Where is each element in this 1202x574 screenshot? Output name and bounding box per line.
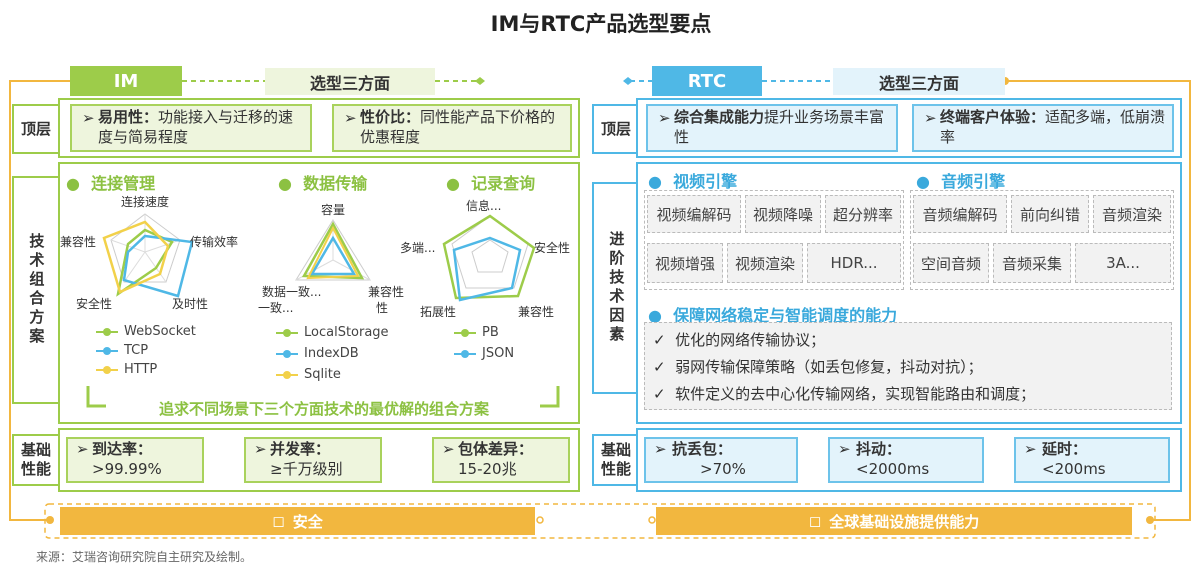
audio-cell: 空间音频 — [913, 243, 989, 283]
radar2-axis-compat-2: 性 — [376, 301, 388, 315]
rtc-header: RTC — [652, 66, 762, 96]
im-header-sub: 选型三方面 — [265, 68, 435, 95]
rtc-section-audio: ● 音频引擎 — [916, 172, 1006, 191]
rtc-base-latency: ➢ 延时：<200ms — [1014, 437, 1170, 483]
legend-pb: PB — [454, 322, 514, 343]
radar1-axis-security: 安全性 — [76, 296, 112, 311]
chevron-right-icon: ➢ — [254, 440, 267, 458]
radar2-axis-consistency: 数据一致... — [262, 284, 321, 299]
square-icon: ◻ — [808, 512, 822, 530]
video-cell: 视频增强 — [647, 243, 723, 283]
audio-cell: 前向纠错 — [1011, 195, 1089, 233]
video-cell: 视频编解码 — [647, 195, 741, 233]
audio-cell: 3A... — [1075, 243, 1171, 283]
square-icon: ◻ — [272, 512, 285, 530]
radar3-axis-security: 安全性 — [534, 240, 570, 255]
audio-cell: 音频采集 — [993, 243, 1071, 283]
rtc-top-label: 顶层 — [592, 104, 638, 154]
video-cell: 视频渲染 — [727, 243, 803, 283]
radar3-axis-extend: 拓展性 — [420, 305, 456, 317]
im-top-box-costperf: ➢ 性价比：同性能产品下价格的优惠程度 — [332, 104, 572, 152]
radar1-axis-efficiency: 传输效率 — [190, 234, 238, 249]
rtc-section-video: ● 视频引擎 — [648, 172, 738, 191]
legend-indexdb: IndexDB — [276, 343, 389, 364]
radar-connection: 连接速度 传输效率 及时性 安全性 兼容性 — [60, 194, 238, 311]
chevron-right-icon: ➢ — [654, 440, 667, 458]
radar2-axis-capacity: 容量 — [321, 202, 345, 217]
radar3-axis-compat: 兼容性 — [518, 304, 554, 317]
im-top-label: 顶层 — [12, 104, 58, 154]
im-base-concurrency: ➢ 并发率：≥千万级别 — [244, 437, 382, 483]
chevron-right-icon: ➢ — [838, 440, 851, 458]
radar-transfer: 容量 兼容性 性 数据一致... 一致... — [258, 202, 404, 315]
rtc-top-box-experience: ➢ 终端客户体验：适配多端，低崩溃率 — [912, 104, 1174, 152]
radar1-axis-compat: 兼容性 — [60, 234, 96, 249]
legend-tcp: TCP — [96, 341, 196, 360]
page-title: IM与RTC产品选型要点 — [490, 12, 712, 36]
video-cell: 视频降噪 — [745, 195, 821, 233]
video-cell: HDR... — [807, 243, 901, 283]
chevron-right-icon: ➢ — [76, 440, 89, 458]
source-note: 来源：艾瑞咨询研究院自主研究及绘制。 — [36, 550, 253, 564]
radar3-axis-info: 信息... — [466, 198, 501, 213]
im-base-label: 基础性能 — [12, 434, 58, 486]
bottom-bar-infrastructure: ◻全球基础设施提供能力 — [656, 507, 1132, 535]
network-item: ✓ 软件定义的去中心化传输网络，实现智能路由和调度； — [653, 385, 1036, 403]
im-section-transfer: ● 数据传输 — [278, 174, 368, 193]
im-bracket-text: 追求不同场景下三个方面技术的最优解的组合方案 — [158, 400, 489, 418]
rtc-header-sub: 选型三方面 — [833, 68, 1005, 95]
network-item: ✓ 弱网传输保障策略（如丢包修复，抖动对抗）； — [653, 358, 983, 376]
legend-sqlite: Sqlite — [276, 364, 389, 385]
radar2-axis-compat: 兼容性 — [368, 284, 404, 299]
chevron-right-icon: ➢ — [442, 440, 455, 458]
bracket-line — [86, 386, 560, 408]
bottom-bar-security: ◻安全 — [60, 507, 535, 535]
rtc-adv-label: 进阶技术因素 — [592, 182, 638, 394]
chevron-right-icon: ➢ — [344, 109, 357, 127]
im-header: IM — [70, 66, 182, 96]
audio-grid: 音频编解码 前向纠错 音频渲染 空间音频 音频采集 3A... — [910, 190, 1174, 290]
rtc-section-network: ● 保障网络稳定与智能调度的能力 — [648, 306, 898, 325]
chevron-right-icon: ➢ — [1024, 440, 1037, 458]
audio-cell: 音频编解码 — [913, 195, 1007, 233]
rtc-base-jitter: ➢ 抖动：<2000ms — [828, 437, 984, 483]
radar2-axis-consistency-2: 一致... — [258, 301, 293, 315]
radar1-axis-speed: 连接速度 — [121, 194, 169, 209]
rtc-base-packetloss: ➢ 抗丢包：>70% — [644, 437, 798, 483]
video-grid: 视频编解码 视频降噪 超分辨率 视频增强 视频渲染 HDR... — [644, 190, 904, 290]
im-top-box-usability: ➢ 易用性：功能接入与迁移的速度与简易程度 — [70, 104, 312, 152]
chevron-right-icon: ➢ — [82, 109, 95, 127]
im-base-arrival: ➢ 到达率：>99.99% — [66, 437, 204, 483]
radar2-legend: LocalStorage IndexDB Sqlite — [276, 322, 389, 385]
radar3-legend: PB JSON — [454, 322, 514, 364]
radar-record: 信息... 安全性 兼容性 拓展性 多端... — [400, 198, 570, 317]
im-section-record: ● 记录查询 — [446, 174, 536, 193]
im-base-packagesize: ➢ 包体差异：15-20兆 — [432, 437, 570, 483]
legend-json: JSON — [454, 343, 514, 364]
video-cell: 超分辨率 — [825, 195, 901, 233]
legend-localstorage: LocalStorage — [276, 322, 389, 343]
radar1-legend: WebSocket TCP HTTP — [96, 322, 196, 379]
im-tech-label: 技术组合方案 — [12, 176, 58, 404]
chevron-right-icon: ➢ — [658, 109, 671, 127]
legend-http: HTTP — [96, 360, 196, 379]
radar1-axis-timeliness: 及时性 — [172, 297, 208, 311]
im-section-connection: ● 连接管理 — [66, 174, 156, 193]
rtc-top-box-integration: ➢ 综合集成能力提升业务场景丰富性 — [646, 104, 898, 152]
radar3-axis-multi: 多端... — [400, 241, 435, 255]
audio-cell: 音频渲染 — [1093, 195, 1171, 233]
network-item: ✓ 优化的网络传输协议； — [653, 331, 826, 349]
chevron-right-icon: ➢ — [924, 109, 937, 127]
legend-websocket: WebSocket — [96, 322, 196, 341]
rtc-base-label: 基础性能 — [592, 434, 638, 486]
network-list: ✓ 优化的网络传输协议； ✓ 弱网传输保障策略（如丢包修复，抖动对抗）； ✓ 软… — [644, 322, 1172, 410]
